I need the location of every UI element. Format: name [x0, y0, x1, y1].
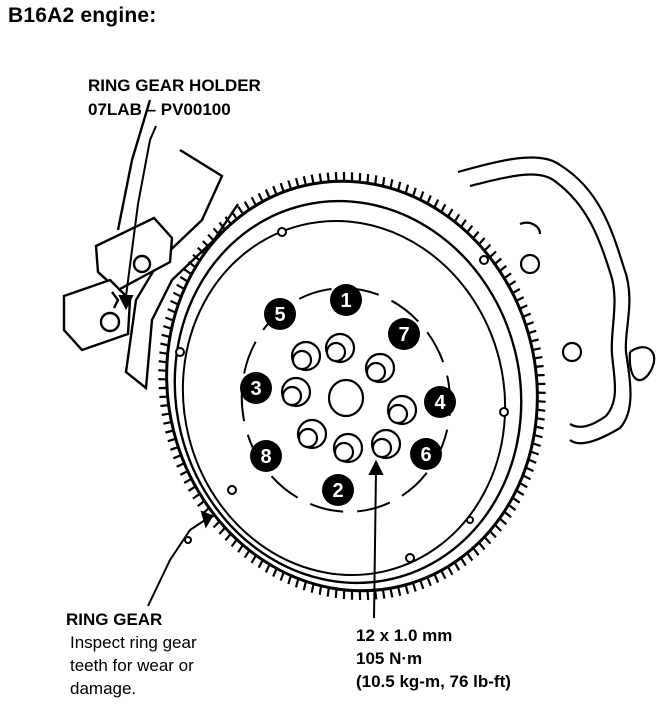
tightening-sequence: 1 2 3 4 5 6 7 8 [240, 284, 456, 506]
gear-tooth [310, 583, 315, 593]
bolt [364, 352, 396, 384]
svg-text:1: 1 [340, 290, 351, 312]
ring-gear-holder-part-number: 07LAB – PV00100 [88, 100, 231, 119]
leader-lines [118, 125, 384, 619]
gear-tooth [326, 587, 330, 597]
sequence-marker-7: 7 [388, 318, 420, 350]
bolt [280, 376, 312, 408]
svg-text:6: 6 [420, 444, 431, 466]
gear-tooth [411, 582, 417, 592]
sequence-marker-2: 2 [322, 474, 354, 506]
bolt-torque-nm: 105 N·m [356, 649, 423, 668]
ring-gear-label: RING GEAR [66, 610, 163, 629]
gear-tooth [397, 586, 402, 597]
flywheel-bolts [280, 332, 418, 464]
bolt-spec-callout: 12 x 1.0 mm 105 N·m (10.5 kg-m, 76 lb-ft… [356, 624, 511, 693]
gear-tooth [310, 174, 315, 184]
sequence-marker-4: 4 [424, 386, 456, 418]
svg-text:5: 5 [274, 304, 285, 326]
ring-gear-note-line: Inspect ring gear [70, 633, 197, 652]
gear-tooth [389, 179, 394, 189]
gear-tooth [302, 175, 307, 186]
gear-tooth [264, 189, 271, 199]
gear-tooth [453, 561, 461, 571]
sequence-marker-1: 1 [330, 284, 362, 316]
bolt [296, 418, 328, 450]
gear-tooth [334, 588, 338, 599]
flywheel-holes [175, 227, 509, 563]
svg-text:2: 2 [332, 480, 343, 502]
gear-tooth [389, 588, 394, 598]
ring-gear-callout: RING GEAR Inspect ring gear teeth for we… [66, 608, 197, 700]
ring-gear-holder-tool [62, 99, 239, 391]
bolt [386, 394, 418, 426]
sequence-marker-3: 3 [240, 372, 272, 404]
ring-gear-note-line: teeth for wear or [70, 656, 194, 675]
sequence-marker-6: 6 [410, 438, 442, 470]
sequence-marker-5: 5 [264, 298, 296, 330]
ring-gear-note-line: damage. [70, 679, 137, 698]
ring-gear-holder-callout: RING GEAR HOLDER 07LAB – PV00100 [88, 74, 261, 122]
engine-block-outline [457, 156, 656, 445]
svg-text:8: 8 [260, 446, 271, 468]
gear-tooth [404, 584, 410, 595]
sequence-marker-8: 8 [250, 440, 282, 472]
bolt-size: 12 x 1.0 mm [356, 626, 453, 645]
ring-gear-holder-label: RING GEAR HOLDER [88, 76, 261, 95]
svg-text:4: 4 [434, 392, 446, 414]
flywheel-body [165, 179, 539, 593]
gear-tooth [366, 173, 370, 184]
bolt [332, 432, 364, 464]
bolt [324, 332, 356, 364]
gear-tooth [374, 175, 378, 185]
bolt-torque-alt: (10.5 kg-m, 76 lb-ft) [356, 672, 511, 691]
gear-tooth [334, 172, 338, 182]
gear-tooth [287, 180, 293, 190]
bolt [290, 340, 322, 372]
svg-text:3: 3 [250, 378, 261, 400]
page-title: B16A2 engine: [8, 4, 157, 27]
gear-tooth [294, 177, 300, 188]
bolt [370, 428, 402, 460]
gear-tooth [243, 201, 251, 211]
gear-tooth [366, 590, 370, 600]
svg-text:7: 7 [398, 324, 409, 346]
gear-tooth [433, 573, 440, 583]
